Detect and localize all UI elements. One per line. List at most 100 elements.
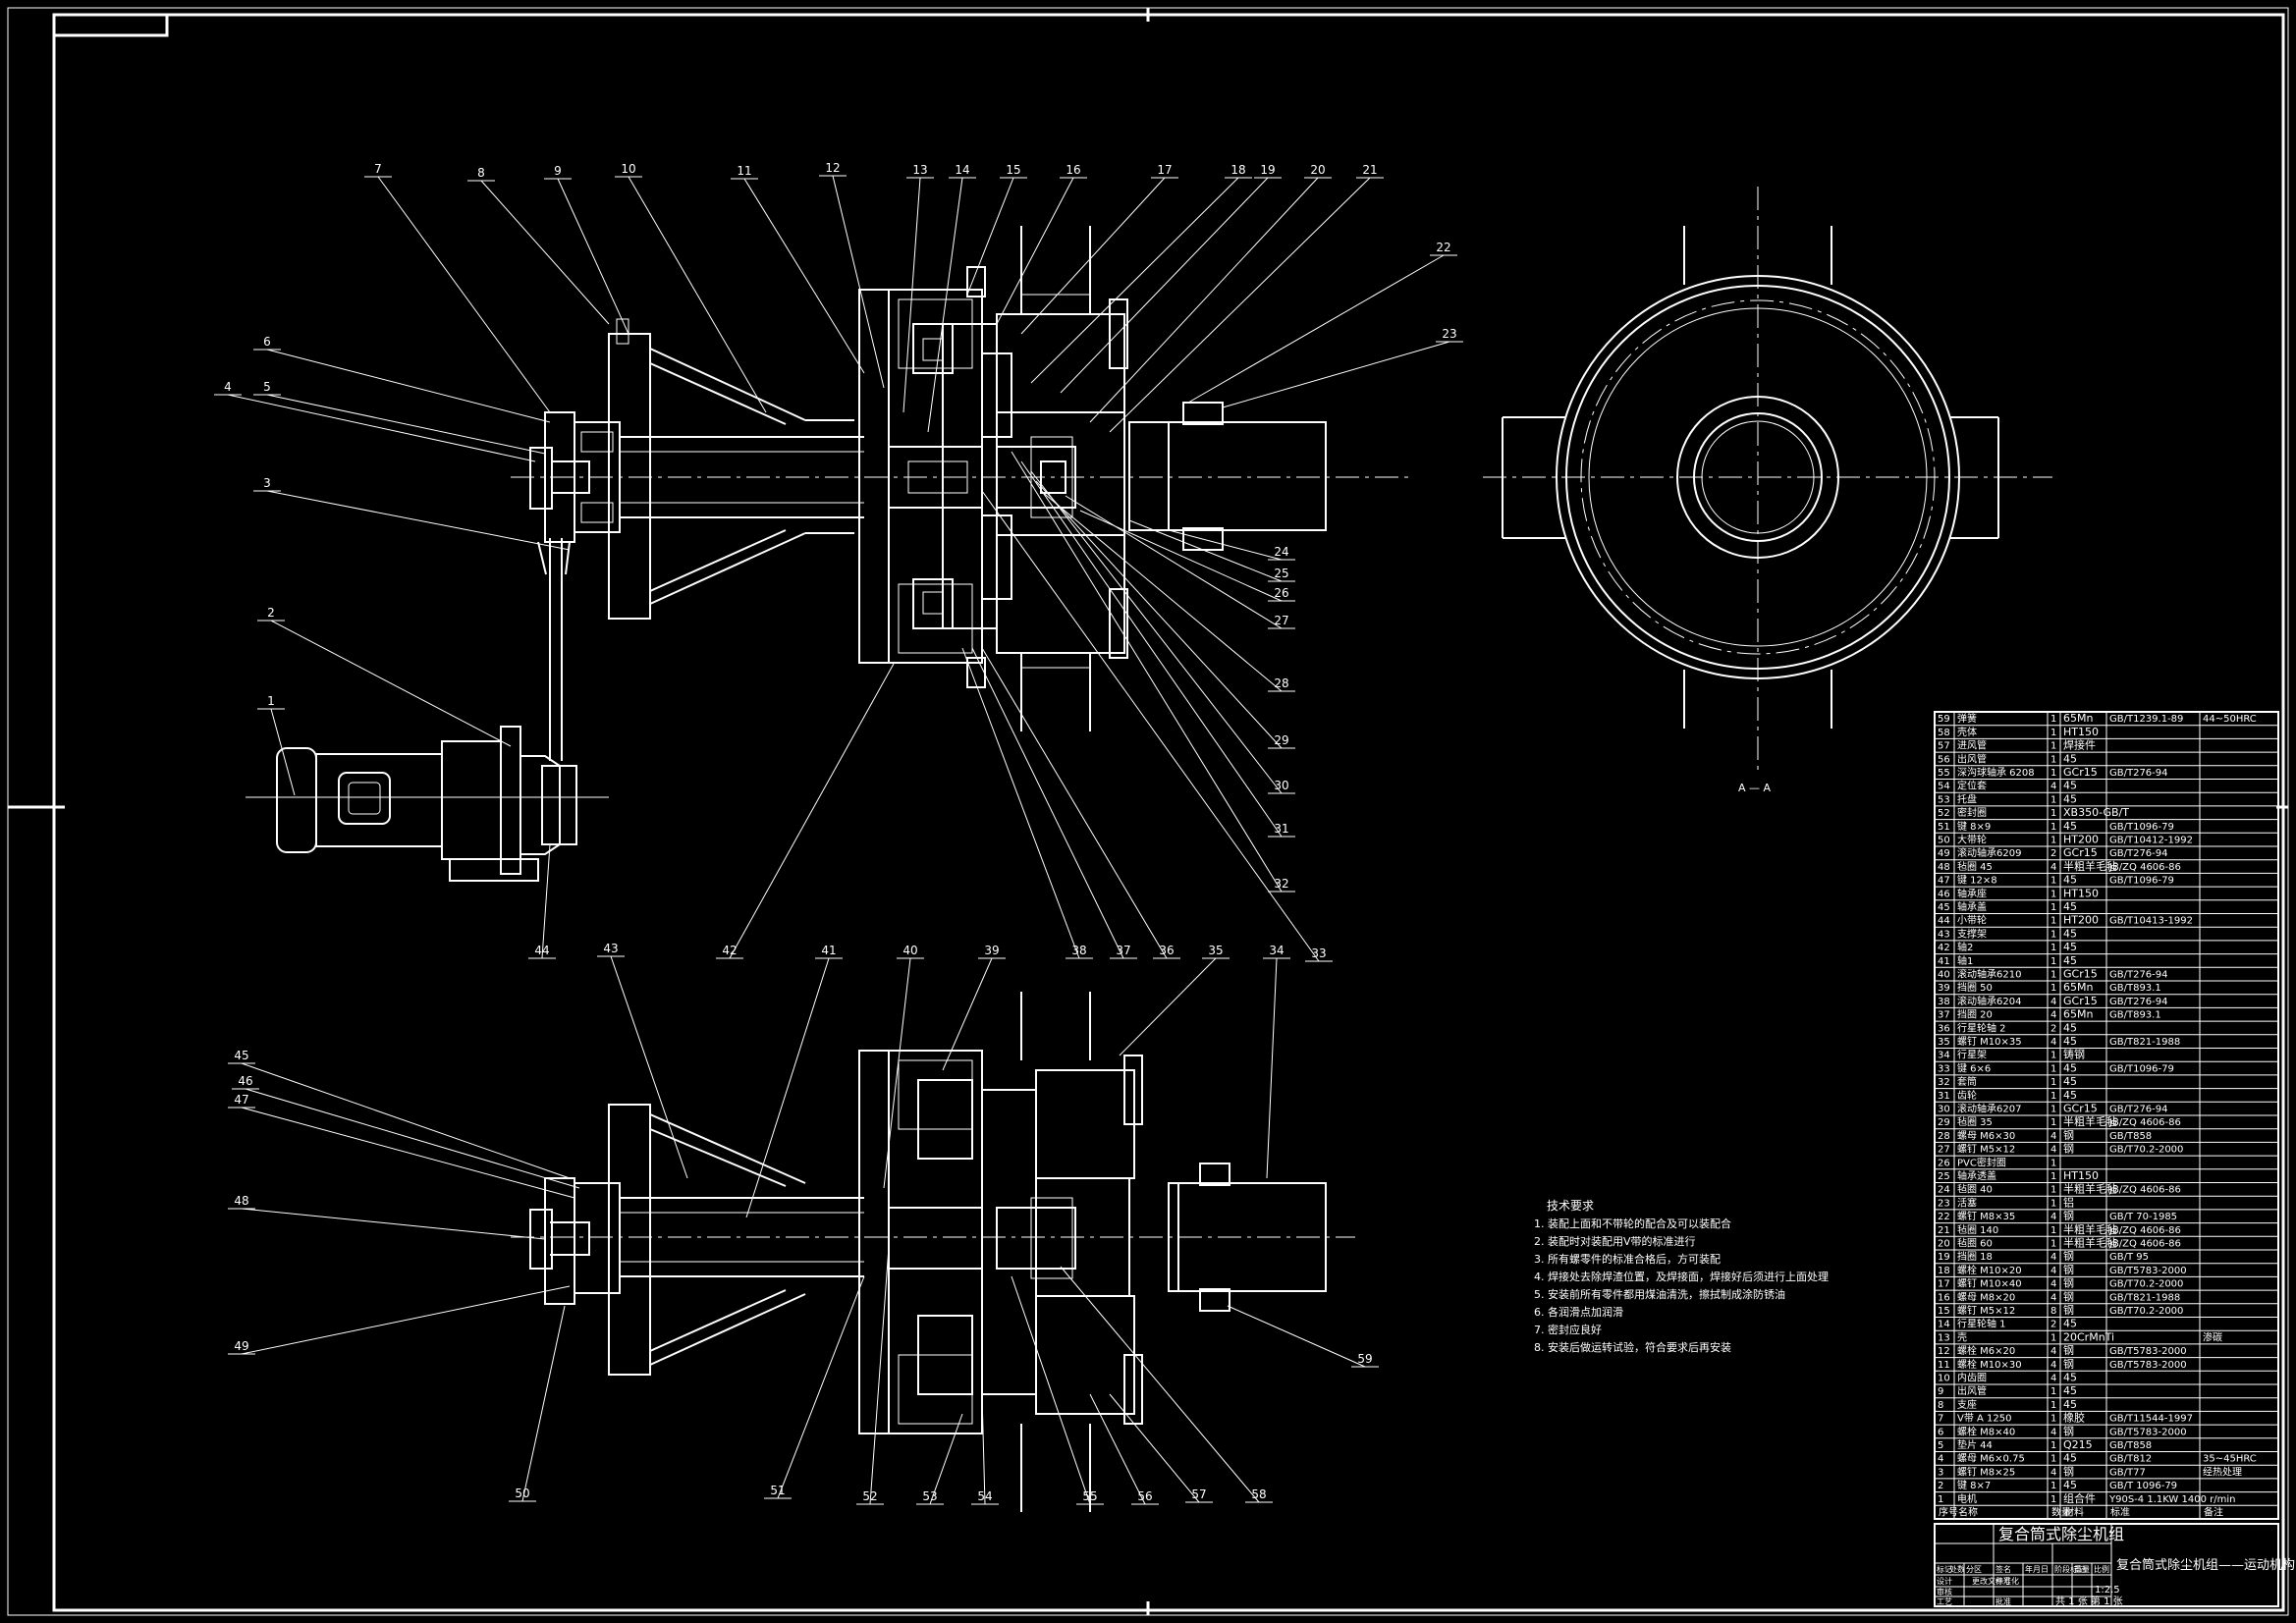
bom-cell-name: 毡圈 45 (1957, 860, 1993, 873)
bom-cell-qty: 1 (2050, 1332, 2056, 1343)
bom-cell-no: 51 (1938, 822, 1950, 833)
drawing-subtitle: 复合筒式除尘机组——运动机构 (2116, 1557, 2295, 1573)
bom-cell-name: 螺栓 M8×40 (1957, 1425, 2015, 1437)
bom-cell-qty: 1 (2050, 741, 2056, 752)
bom-cell-qty: 4 (2050, 1010, 2056, 1021)
bom-cell-name: 挡圈 20 (1957, 1008, 1993, 1021)
leader-line (241, 1208, 546, 1240)
bom-cell-material: 45 (2063, 1479, 2077, 1491)
title-block-label: 批准 (1995, 1596, 2011, 1606)
drawing-sheet: 共 1 张 第 1 张 (2055, 1595, 2123, 1607)
bom-cell-name: 键 8×9 (1957, 820, 1991, 833)
bom-cell-no: 42 (1938, 943, 1950, 953)
bom-cell-no: 54 (1938, 782, 1950, 792)
bom-cell-note: 渗碳 (2203, 1330, 2222, 1343)
bom-header-std: 标准 (2110, 1507, 2130, 1519)
bom-header-qty: 数量 (2051, 1506, 2071, 1519)
bom-cell-qty: 4 (2050, 862, 2056, 873)
bom-cell-no: 28 (1938, 1131, 1950, 1142)
bom-cell-std: GB/T5783-2000 (2109, 1360, 2187, 1371)
part-balloon-58: 58 (1251, 1488, 1266, 1501)
bom-cell-std: GB/T5783-2000 (2109, 1266, 2187, 1276)
part-balloon-48: 48 (234, 1194, 248, 1208)
main-section-view (511, 226, 1414, 731)
bom-cell-name: 键 6×6 (1957, 1061, 1991, 1074)
bom-cell-name: 毡圈 140 (1957, 1223, 1998, 1236)
part-balloon-32: 32 (1274, 877, 1288, 891)
bom-cell-name: 壳体 (1957, 726, 1977, 738)
bom-cell-std: GB/T893.1 (2109, 983, 2161, 994)
bom-cell-no: 25 (1938, 1171, 1950, 1182)
bom-cell-std: JB/ZQ 4606-86 (2108, 1239, 2181, 1250)
bom-cell-no: 22 (1938, 1212, 1950, 1222)
bom-cell-qty: 4 (2050, 1279, 2056, 1290)
bom-cell-note: 经热处理 (2203, 1465, 2242, 1478)
part-balloon-40: 40 (902, 944, 917, 957)
bom-cell-qty: 1 (2050, 1091, 2056, 1102)
bom-cell-name: PVC密封圈 (1957, 1156, 2006, 1168)
bom-cell-no: 35 (1938, 1037, 1950, 1048)
bom-cell-no: 12 (1938, 1346, 1950, 1357)
bom-cell-name: 进风管 (1957, 739, 1987, 752)
part-balloon-41: 41 (821, 944, 836, 957)
motor-and-belt-drive (246, 538, 609, 882)
part-balloon-30: 30 (1274, 779, 1288, 792)
leader-line (1060, 1266, 1260, 1503)
bom-cell-qty: 1 (2050, 1171, 2056, 1182)
bom-cell-qty: 1 (2050, 1077, 2056, 1088)
part-balloon-54: 54 (977, 1489, 992, 1503)
bom-cell-no: 7 (1938, 1414, 1943, 1425)
bom-cell-qty: 2 (2050, 848, 2056, 859)
bom-cell-name: 行星轮轴 2 (1957, 1021, 2006, 1034)
part-balloon-6: 6 (263, 335, 271, 349)
bom-cell-name: 键 12×8 (1957, 874, 1997, 887)
bom-cell-no: 33 (1938, 1063, 1950, 1074)
bom-cell-name: 活塞 (1957, 1196, 1977, 1209)
tech-requirement-6: 6. 各润滑点加润滑 (1534, 1305, 1623, 1319)
bom-cell-no: 3 (1938, 1467, 1943, 1478)
leader-line (869, 1246, 890, 1505)
bom-cell-material: GCr15 (2063, 1103, 2098, 1115)
part-balloon-36: 36 (1159, 944, 1174, 957)
bom-cell-material: 65Mn (2063, 712, 2093, 725)
bom-cell-std: GB/T 1096-79 (2109, 1481, 2177, 1491)
title-block-label: 分区 (1966, 1565, 1982, 1574)
drawing-scale: 1:2.5 (2095, 1585, 2120, 1596)
bom-cell-qty: 1 (2050, 1386, 2056, 1397)
bom-cell-name: 螺栓 M6×20 (1957, 1344, 2015, 1357)
bom-cell-name: 大带轮 (1957, 834, 1987, 846)
bom-cell-no: 24 (1938, 1185, 1950, 1196)
bom-cell-no: 48 (1938, 862, 1950, 873)
tech-requirement-4: 4. 焊接处去除焊渣位置，及焊接面，焊接好后须进行上面处理 (1534, 1270, 1829, 1283)
bom-cell-material: 45 (2063, 941, 2077, 953)
bom-cell-qty: 1 (2050, 916, 2056, 927)
bom-cell-no: 45 (1938, 902, 1950, 913)
leader-line (628, 176, 767, 413)
bom-cell-material: 钢 (2063, 1304, 2074, 1317)
title-block-label: 设计 (1937, 1576, 1952, 1586)
bom-cell-no: 13 (1938, 1332, 1950, 1343)
bom-cell-material: 45 (2063, 900, 2077, 913)
part-balloon-42: 42 (722, 944, 737, 957)
bom-cell-material: 45 (2063, 1021, 2077, 1034)
bom-cell-qty: 1 (2050, 768, 2056, 779)
bom-cell-qty: 1 (2050, 956, 2056, 967)
bom-cell-name: 行星轮轴 1 (1957, 1318, 2006, 1330)
